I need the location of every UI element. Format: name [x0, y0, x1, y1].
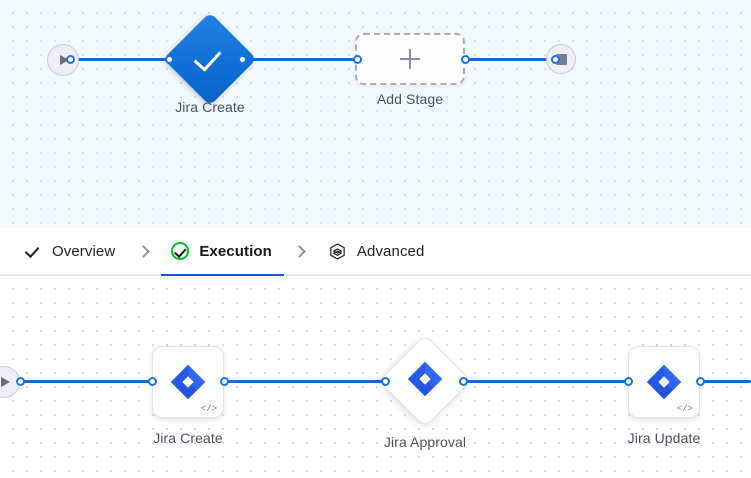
edge-exec-start-to-jira-create — [22, 380, 152, 383]
jira-icon — [645, 363, 683, 401]
port-add-stage-out[interactable] — [461, 55, 470, 64]
port-jira-update-in[interactable] — [624, 377, 633, 386]
pipeline-overview-canvas[interactable]: Jira Create Add Stage — [0, 0, 751, 228]
check-icon — [195, 44, 225, 74]
edge-jira-create-to-add-stage — [242, 58, 357, 61]
tab-advanced-label: Advanced — [356, 242, 425, 260]
jira-icon — [406, 360, 444, 403]
node-jira-update-step[interactable]: </> — [628, 346, 700, 418]
node-jira-create-step[interactable]: </> — [152, 346, 224, 418]
tab-separator-1 — [117, 244, 169, 258]
node-label-jira-approval-step: Jira Approval — [383, 434, 467, 450]
edge-jira-update-to-next — [700, 380, 751, 383]
port-jira-approval-out[interactable] — [459, 377, 468, 386]
port-jira-create-in[interactable] — [165, 55, 174, 64]
port-exec-start-out[interactable] — [16, 377, 25, 386]
node-jira-approval-inner — [393, 349, 457, 413]
port-jira-update-out[interactable] — [696, 377, 705, 386]
hexagon-layers-icon — [328, 242, 347, 261]
port-add-stage-in[interactable] — [353, 55, 362, 64]
edge-approval-to-jira-update — [463, 380, 626, 383]
edge-add-stage-to-end — [465, 58, 555, 61]
port-end-in[interactable] — [551, 55, 560, 64]
code-badge-icon: </> — [200, 404, 217, 414]
code-badge-icon: </> — [676, 404, 693, 414]
tab-overview-label: Overview — [52, 242, 116, 260]
tab-execution-label: Execution — [199, 242, 272, 260]
pipeline-step-tabs: Overview Execution Advanced — [0, 227, 751, 277]
execution-steps-canvas[interactable]: </> Jira Create — [0, 276, 751, 478]
node-jira-approval-step[interactable] — [378, 334, 472, 428]
node-label-jira-create: Jira Create — [175, 99, 245, 115]
port-jira-create-step-in[interactable] — [148, 377, 157, 386]
tab-advanced[interactable]: Advanced — [326, 227, 427, 275]
node-label-jira-create-step: Jira Create — [153, 430, 223, 446]
port-jira-create-step-out[interactable] — [220, 377, 229, 386]
node-jira-create-inner — [177, 26, 243, 92]
chevron-right-icon — [293, 244, 307, 258]
chevron-right-icon — [136, 244, 150, 258]
plus-icon — [400, 49, 420, 69]
node-label-add-stage: Add Stage — [376, 91, 444, 107]
port-jira-approval-in[interactable] — [381, 377, 390, 386]
tab-execution[interactable]: Execution — [161, 227, 284, 277]
play-icon — [1, 377, 10, 387]
port-start-out[interactable] — [66, 55, 75, 64]
check-icon — [26, 243, 42, 259]
edge-jira-create-to-approval — [226, 380, 386, 383]
add-stage-button[interactable] — [355, 33, 465, 85]
edge-start-to-jira-create — [70, 58, 180, 61]
tab-separator-2 — [274, 244, 326, 258]
check-circle-icon — [171, 242, 190, 260]
play-icon — [60, 55, 69, 65]
node-label-jira-update-step: Jira Update — [627, 430, 701, 446]
tab-overview[interactable]: Overview — [24, 227, 117, 275]
stop-icon — [555, 53, 567, 65]
port-jira-create-out[interactable] — [238, 55, 247, 64]
jira-icon — [169, 363, 207, 401]
